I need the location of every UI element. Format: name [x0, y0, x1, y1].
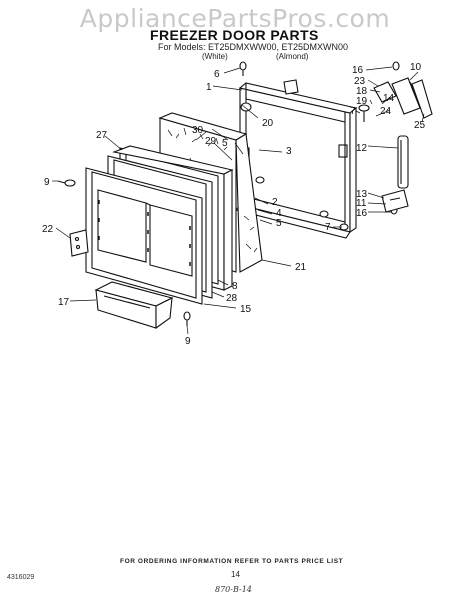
part-label-1: 1 — [206, 82, 212, 93]
part-label-27: 27 — [96, 130, 108, 141]
part-label-17: 17 — [58, 297, 70, 308]
part-label-6: 6 — [214, 69, 220, 80]
ordering-note: FOR ORDERING INFORMATION REFER TO PARTS … — [120, 558, 344, 565]
part-labels: 1 6 3 5 20 16 10 23 18 19 7 14 24 25 12 … — [42, 62, 426, 347]
part-label-11: 11 — [356, 198, 367, 209]
site-watermark: AppliancePartsPros.com — [79, 4, 391, 33]
part-label-7b: 7 — [325, 222, 331, 233]
part-label-28: 28 — [226, 293, 238, 304]
model-numbers: For Models: ET25DMXWW00, ET25DMXWN00 — [158, 42, 349, 52]
part-label-19: 19 — [356, 96, 368, 107]
part-label-24: 24 — [380, 106, 392, 117]
part-label-13: 13 — [356, 189, 368, 200]
page-number: 14 — [231, 570, 240, 579]
part-label-4: 4 — [276, 208, 282, 219]
handle-bracket — [283, 79, 299, 95]
part-label-15: 15 — [240, 304, 252, 315]
part-label-5b: 5 — [276, 218, 282, 229]
part-label-8: 8 — [232, 281, 238, 292]
door-bin — [94, 281, 174, 330]
leader-lines — [52, 66, 425, 335]
color-white-label: (White) — [202, 52, 228, 61]
document-number: 4316029 — [7, 574, 35, 581]
part-label-25: 25 — [414, 120, 426, 131]
part-label-9b: 9 — [185, 336, 191, 347]
handwritten-code: 870-B-14 — [215, 585, 252, 594]
part-label-2: 2 — [272, 197, 278, 208]
part-label-18: 18 — [356, 86, 368, 97]
page-title: FREEZER DOOR PARTS — [150, 27, 319, 43]
shelf-support-bracket — [69, 229, 89, 257]
inner-door-liner — [85, 167, 203, 305]
part-label-14: 14 — [383, 93, 395, 104]
part-label-23: 23 — [354, 76, 366, 87]
color-almond-label: (Almond) — [276, 52, 309, 61]
part-label-20: 20 — [262, 118, 274, 129]
part-label-22: 22 — [42, 224, 54, 235]
part-label-21: 21 — [295, 262, 307, 273]
part-label-10: 10 — [410, 62, 422, 73]
part-label-3: 3 — [286, 146, 292, 157]
part-label-16b: 16 — [356, 208, 368, 219]
bottom-hinge — [381, 189, 409, 213]
part-label-30: 30 — [192, 125, 204, 136]
door-handle — [397, 135, 409, 189]
part-label-9a: 9 — [44, 177, 50, 188]
part-label-16a: 16 — [352, 65, 364, 76]
outer-door-panel — [235, 82, 358, 239]
part-label-5a: 5 — [222, 138, 228, 149]
part-label-12: 12 — [356, 143, 368, 154]
top-hinge — [358, 77, 433, 122]
part-label-7a: 7 — [350, 106, 356, 117]
part-label-29: 29 — [205, 136, 217, 147]
